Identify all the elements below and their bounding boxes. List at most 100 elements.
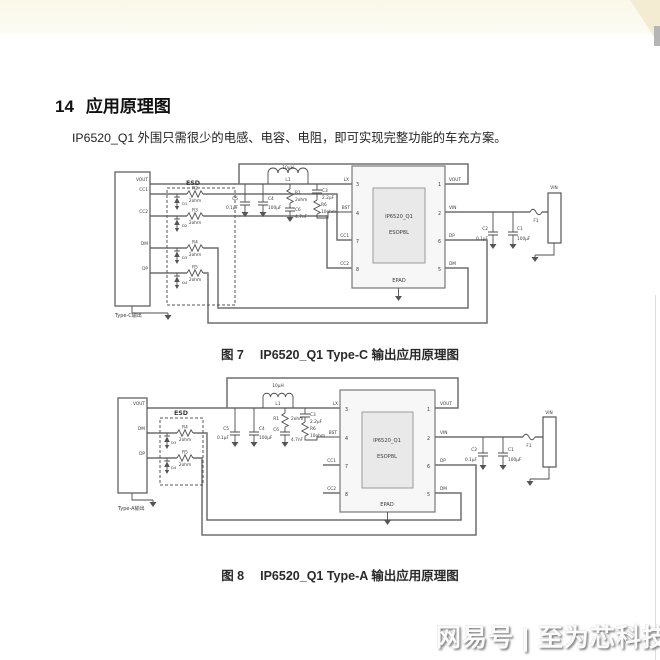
fig7-r4-value: 2ohm — [189, 252, 201, 258]
fig7-conn-cc2-label: CC2 — [139, 209, 148, 215]
fig8-dp-net-label: DP — [440, 458, 446, 464]
fig7-c5-ref: C5 — [232, 196, 238, 202]
fig7-vin-connector-label: VIN — [550, 185, 557, 191]
fig7-r2-value: 2ohm — [189, 198, 201, 204]
fig8-c5-value: 0.1μF — [217, 435, 230, 441]
fig8-c4-value: 100μF — [259, 435, 273, 441]
netease-watermark: 网易号 | 至为芯科技 — [436, 624, 660, 652]
page-edge-mark — [654, 26, 660, 46]
fig8-ic-epad-label: EPAD — [380, 502, 394, 508]
fig7-dp-net-label: DP — [449, 233, 455, 239]
fig8-pin5-number: 5 — [427, 492, 430, 498]
fig7-r4-ref: R4 — [192, 240, 198, 246]
fig7-pin3-number: 3 — [356, 182, 359, 188]
fig7-r6-value: 10ohm — [321, 209, 336, 215]
fig8-r1-value: 2ohm — [291, 416, 303, 422]
fig7-c3-ref: C3 — [322, 188, 328, 194]
fig7-f1-ref: F1 — [533, 218, 538, 224]
fig8-pin4-number: 4 — [345, 436, 348, 442]
fig8-r1-ref: R1 — [273, 416, 279, 422]
fig8-f1-ref: F1 — [526, 443, 531, 449]
fig8-c4-ref: C4 — [259, 426, 265, 432]
fig8-ic-package: ESOP8L — [377, 454, 397, 460]
fig8-r4-ref: R4 — [182, 425, 188, 431]
fig7-pin4-number: 4 — [356, 211, 359, 217]
fig7-routes — [131, 163, 555, 324]
fig7-l1-ref: L1 — [285, 177, 290, 183]
fig7-d4-ref: D4 — [182, 280, 188, 285]
fig7-ic-package: ESOP8L — [389, 230, 409, 236]
fig8-c1-value: 100μF — [508, 457, 522, 463]
fig7-bst-net-label: BST — [342, 205, 351, 211]
fig7-r1-value: 2ohm — [295, 197, 307, 203]
fig8-c3-ref: C3 — [310, 412, 316, 418]
fig8-l1-value: 10μH — [272, 383, 283, 389]
fig8-esd-network: ESD R4 2ohm R5 2ohm D3 D4 — [159, 410, 204, 486]
fig8-conn-type-label: Type-A输出 — [117, 505, 145, 512]
fig7-pin8-number: 8 — [356, 267, 359, 273]
fig7-d1-ref: D1 — [182, 201, 188, 206]
fig7-pin2-number: 2 — [438, 211, 441, 217]
fig7-c2-value: 0.1μF — [476, 236, 489, 242]
fig8-c6-value: 4.7nF — [291, 437, 304, 443]
fig8-c5-ref: C5 — [223, 426, 229, 432]
fig8-dm-net-label: DM — [440, 486, 447, 492]
fig7-r3-ref: R3 — [192, 208, 198, 214]
fig8-r4-value: 2ohm — [179, 437, 191, 443]
fig8-c3-value: 2.2μF — [310, 419, 323, 425]
page-top-band — [0, 0, 660, 33]
fig7-r1-ref: R1 — [295, 190, 301, 196]
fig7-c6-ref: C6 — [295, 207, 301, 213]
fig7-c1-value: 100μF — [517, 236, 531, 242]
fig7-ic-ip6520: IP6520_Q1 ESOP8L EPAD 3 4 7 8 1 2 6 5 VO… — [351, 165, 461, 302]
fig7-esd-label: ESD — [186, 180, 200, 187]
figure8-caption-number: 图 8 — [221, 569, 245, 583]
fig8-lx-net-label: LX — [333, 401, 338, 407]
fig8-vout-net-label: VOUT — [440, 401, 452, 407]
fig8-c2-ref: C2 — [471, 447, 477, 453]
fig7-c1-ref: C1 — [517, 226, 523, 232]
fig8-routes — [131, 377, 550, 536]
fig7-c5-value: 0.1μF — [226, 205, 239, 211]
fig8-pin3-number: 3 — [345, 407, 348, 413]
fig8-r6-value: 10ohm — [310, 433, 325, 439]
fig8-typea-connector: VOUT DM DP Type-A输出 — [117, 397, 157, 512]
fig7-output-filter: C5 0.1μF C4 100μF 10μH L1 R1 2ohm C6 4.7… — [226, 165, 352, 267]
figure7-caption-text: IP6520_Q1 Type-C 输出应用原理图 — [259, 348, 460, 362]
fig8-pin7-number: 7 — [345, 464, 348, 470]
fig7-d2-ref: D2 — [182, 223, 188, 228]
page-edge-line — [655, 295, 656, 660]
fig7-pin6-number: 6 — [438, 239, 441, 245]
fig7-cc1-net-label: CC1 — [340, 233, 349, 239]
section-title: 应用原理图 — [85, 97, 171, 116]
fig8-r6-ref: R6 — [310, 426, 316, 432]
figure7-schematic: VOUT CC1 CC2 DM DP Type-C输出 ESD R2 2ohm … — [114, 163, 562, 324]
fig8-c2-value: 0.1μF — [465, 457, 478, 463]
fig8-bst-net-label: BST — [329, 430, 338, 436]
fig7-d3-ref: D3 — [182, 255, 188, 260]
fig7-ic-epad-label: EPAD — [392, 278, 406, 284]
figure8-schematic: VOUT DM DP Type-A输出 ESD R4 2ohm R5 2ohm … — [117, 377, 557, 536]
fig7-cc2-net-label: CC2 — [340, 261, 349, 267]
fig8-esd-label: ESD — [174, 410, 188, 417]
fig7-pin7-number: 7 — [356, 239, 359, 245]
fig8-r5-value: 2ohm — [179, 462, 191, 468]
fig7-input-stage: C2 0.1μF C1 100μF F1 VIN — [476, 185, 562, 263]
fig7-pin5-number: 5 — [438, 267, 441, 273]
fig7-r5-value: 2ohm — [189, 277, 201, 283]
fig7-conn-type-label: Type-C输出 — [114, 312, 142, 319]
fig8-conn-vout-label: VOUT — [133, 401, 145, 407]
fig8-ic-name: IP6520_Q1 — [373, 438, 401, 444]
fig7-dm-net-label: DM — [449, 261, 456, 267]
fig8-output-filter: C5 0.1μF C4 100μF 10μH L1 R1 2ohm C6 4.7… — [217, 383, 340, 492]
fig8-cc2-net-label: CC2 — [327, 486, 336, 492]
fig7-lx-net-label: LX — [344, 177, 349, 183]
fig7-conn-dm-label: DM — [141, 241, 148, 247]
fig7-esd-network: ESD R2 2ohm R3 2ohm R4 2ohm R5 2ohm D1 D… — [166, 180, 236, 306]
fig8-cc1-net-label: CC1 — [327, 458, 336, 464]
fig8-conn-dp-label: DP — [139, 451, 145, 457]
fig8-conn-dm-label: DM — [138, 426, 145, 432]
